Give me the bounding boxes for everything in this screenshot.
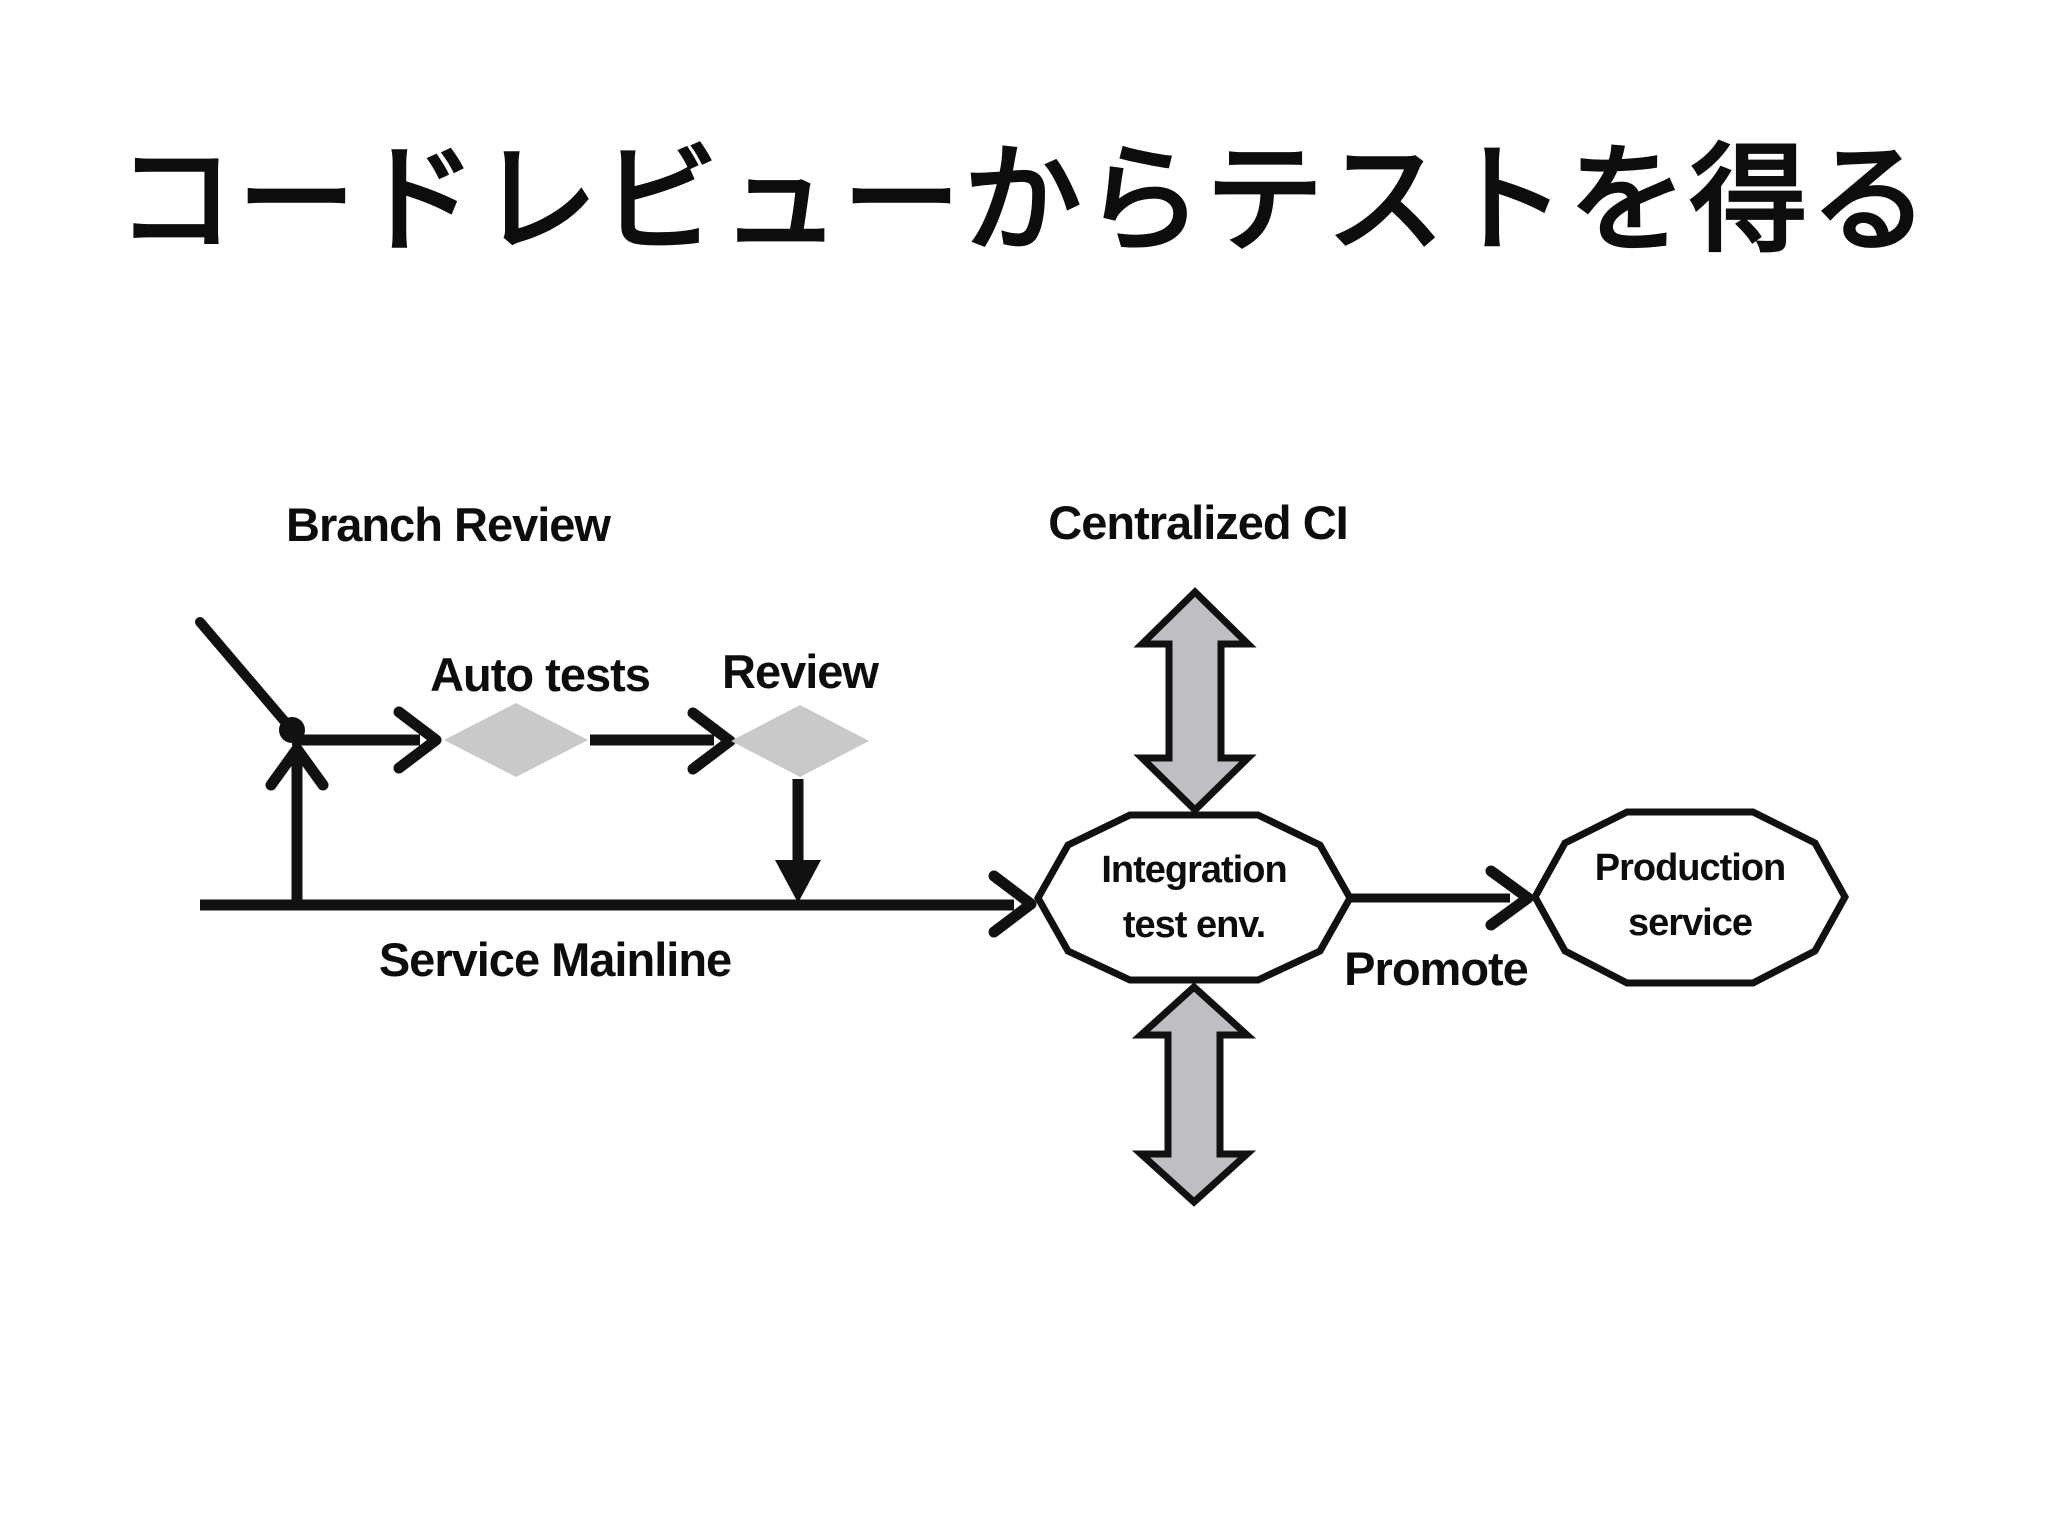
integration-test-env-text: Integration test env. bbox=[1101, 843, 1287, 953]
service-mainline-label: Service Mainline bbox=[378, 933, 732, 986]
production-service-line1: Production bbox=[1594, 847, 1787, 889]
branch-diagonal-line bbox=[195, 617, 297, 735]
integration-test-env-line1: Integration bbox=[1101, 849, 1287, 891]
production-service-node bbox=[1530, 808, 1850, 987]
auto-tests-to-review-arrowhead bbox=[687, 707, 736, 775]
auto-tests-label: Auto tests bbox=[430, 648, 651, 701]
review-diamond bbox=[731, 705, 869, 777]
mainline-to-branch-arrowhead bbox=[265, 743, 329, 791]
slide-title: コードレビューからテストを得る bbox=[116, 135, 1932, 267]
ci-double-arrow-bottom bbox=[1131, 982, 1257, 1207]
integration-test-env-line2: test env. bbox=[1122, 904, 1266, 946]
promote-label: Promote bbox=[1344, 942, 1529, 995]
review-to-mainline-arrowhead bbox=[775, 860, 821, 903]
ci-double-arrow-top bbox=[1133, 587, 1257, 815]
production-service-text: Production service bbox=[1594, 841, 1787, 951]
branch-review-label: Branch Review bbox=[286, 498, 611, 551]
centralized-ci-label: Centralized CI bbox=[1048, 496, 1348, 549]
service-mainline-arrowhead bbox=[988, 870, 1037, 938]
branch-arrowhead bbox=[393, 706, 442, 774]
review-label: Review bbox=[722, 645, 879, 698]
production-service-line2: service bbox=[1627, 902, 1753, 944]
auto-tests-diamond bbox=[444, 703, 588, 777]
promote-arrowhead bbox=[1485, 865, 1534, 931]
